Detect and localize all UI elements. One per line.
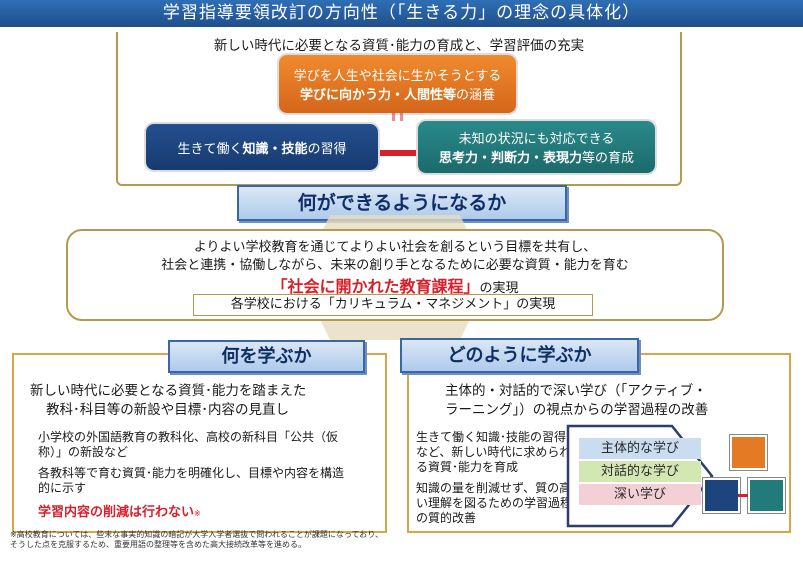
- motivation-bold: 学びに向かう力・人間性等: [299, 88, 456, 103]
- left-bullet-1-line2: 称）」の新設など: [38, 445, 129, 459]
- left-panel: [12, 353, 387, 533]
- thinking-suffix: 等の育成: [582, 151, 635, 166]
- no-reduction-mark: ※: [194, 509, 201, 518]
- proactive-learning: 主体的な学び: [579, 438, 701, 459]
- knowledge-bold: 知識・技能: [242, 141, 308, 157]
- left-bullet-2-line2: 的に示す: [38, 481, 87, 495]
- banner-how-to-learn: どのように学ぶか: [400, 338, 639, 373]
- motivation-box: 学びを人生や社会に生かそうとする 学びに向かう力・人間性等の涵養: [279, 55, 516, 113]
- no-reduction-statement: 学習内容の削減は行わない※: [38, 501, 201, 520]
- thinking-bold: 思考力・判断力・表現力: [438, 151, 582, 166]
- no-reduction-text: 学習内容の削減は行わない: [38, 505, 195, 520]
- footnote: ※高校教育については、些末な事実的知識の暗記が大学入学者選抜で問われることが課題…: [10, 530, 430, 550]
- motivation-suffix: の涵養: [456, 88, 496, 103]
- open-curriculum-highlight: 「社会に開かれた教育課程」: [271, 277, 480, 296]
- banner-what-can-do: 何ができるようになるか: [237, 185, 567, 221]
- right-para-1-line2: など、新しい時代に求められ: [416, 445, 572, 459]
- left-bullet-2-line1: 各教科等で育む資質･能力を明確化し、目標や内容を構造: [38, 466, 345, 480]
- middle-line-2: 社会と連携・協働しながら、未来の創り手となるために必要な資質・能力を育む: [161, 258, 629, 273]
- orange-square-icon: [730, 435, 767, 470]
- footnote-line2: そうした点を克服するため、重要用語の整理等を含めた高大接続改革等を進める。: [10, 540, 306, 549]
- square-link-icon: [738, 494, 748, 497]
- deep-learning: 深い学び: [579, 484, 701, 505]
- thinking-line1: 未知の状況にも対応できる: [458, 132, 615, 147]
- right-heading-1: 主体的・対話的で深い学び（「アクティブ・: [445, 383, 707, 399]
- knowledge-text: 生きて働く知識・技能の習得: [177, 138, 346, 157]
- dialogic-learning: 対話的な学び: [579, 461, 701, 482]
- right-para-1-line3: る資質･能力を育成: [416, 460, 519, 474]
- motivation-line1: 学びを人生や社会に生かそうとする: [293, 69, 502, 84]
- connector-line: [380, 150, 416, 156]
- right-heading-2: ラーニング」）の視点からの学習過程の改善: [445, 402, 709, 418]
- knowledge-pre: 生きて働く: [177, 141, 243, 157]
- motivation-line2: 学びに向かう力・人間性等の涵養: [279, 84, 516, 103]
- footnote-line1: ※高校教育については、些末な事実的知識の暗記が大学入学者選抜で問われることが課題…: [10, 530, 383, 539]
- navy-square-icon: [703, 478, 740, 513]
- left-bullet-1-line1: 小学校の外国語教育の教科化、高校の新科目「公共（仮: [38, 430, 339, 444]
- connector-tick-left: [392, 113, 395, 121]
- right-para-1-line1: 生きて働く知識･技能の習得: [416, 430, 567, 444]
- banner-what-to-learn: 何を学ぶか: [168, 340, 365, 373]
- teal-square-icon: [748, 478, 785, 513]
- right-para-2-line2: い理解を図るための学習過程: [416, 496, 573, 510]
- left-heading-1: 新しい時代に必要となる資質･能力を踏まえた: [30, 383, 307, 399]
- middle-line-1: よりよい学校教育を通じてよりよい社会を創るという目標を共有し、: [193, 240, 597, 255]
- connector-tick-right: [400, 113, 403, 121]
- left-heading-2: 教科･科目等の新設や目標･内容の見直し: [46, 402, 289, 418]
- open-curriculum-line: 「社会に開かれた教育課程」の実現: [66, 273, 724, 297]
- open-curriculum-suffix: の実現: [479, 281, 519, 296]
- knowledge-post: の習得: [307, 141, 347, 157]
- right-para-2-line3: の質的改善: [416, 511, 477, 525]
- curriculum-management: 各学校における「カリキュラム・マネジメント」の実現: [193, 294, 593, 316]
- page-title: 学習指導要領改訂の方向性（「生きる力」の理念の具体化）: [0, 0, 803, 27]
- top-panel-title: 新しい時代に必要となる資質･能力の育成と、学習評価の充実: [213, 38, 585, 54]
- knowledge-box: 生きて働く知識・技能の習得: [146, 124, 378, 170]
- thinking-line2: 思考力・判断力・表現力等の育成: [418, 147, 655, 166]
- thinking-box: 未知の状況にも対応できる 思考力・判断力・表現力等の育成: [418, 121, 655, 173]
- right-para-2-line1: 知識の量を削減せず、質の高: [416, 481, 572, 495]
